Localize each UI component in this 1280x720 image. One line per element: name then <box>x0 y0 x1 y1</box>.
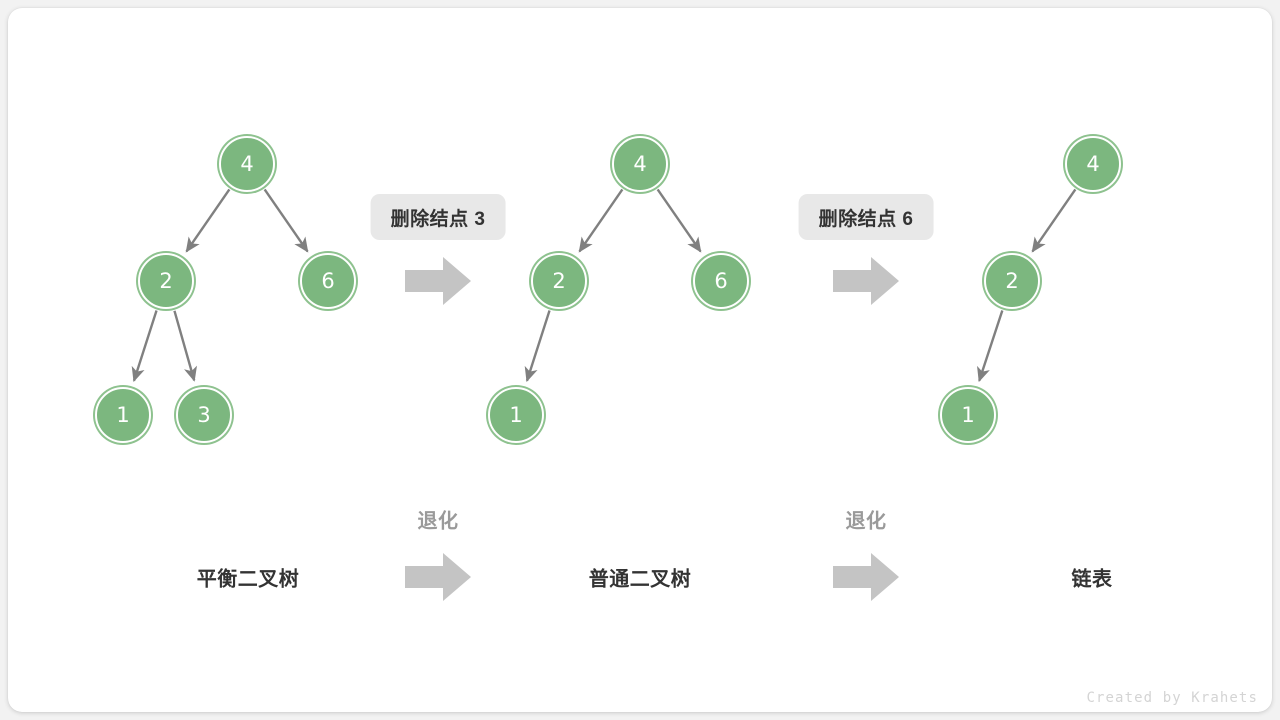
tree-node-label: 1 <box>961 402 975 427</box>
tree-node-1: 1 <box>488 387 544 443</box>
block-arrow-shape <box>405 553 471 601</box>
degrade-label-degrade-1: 退化 <box>418 505 459 534</box>
caption-linked-list: 链表 <box>1072 563 1113 592</box>
operation-arrow-delete-3 <box>405 254 471 308</box>
operation-arrow-delete-6 <box>833 254 899 308</box>
degrade-arrow-degrade-2 <box>833 550 899 604</box>
operation-label-text: 删除结点 6 <box>818 208 914 230</box>
degrade-arrow-degrade-1 <box>405 550 471 604</box>
tree-node-6: 6 <box>300 253 356 309</box>
tree-node-label: 1 <box>116 402 130 427</box>
tree-node-label: 2 <box>159 268 173 293</box>
tree-node-1: 1 <box>95 387 151 443</box>
caption-ordinary-tree: 普通二叉树 <box>589 563 692 592</box>
diagram-card <box>8 8 1272 712</box>
tree-node-label: 3 <box>197 402 211 427</box>
tree-node-4: 4 <box>612 136 668 192</box>
tree-node-4: 4 <box>1065 136 1121 192</box>
tree-node-label: 2 <box>1005 268 1019 293</box>
operation-label-text: 删除结点 3 <box>390 208 486 230</box>
block-arrow-shape <box>833 553 899 601</box>
tree-node-label: 4 <box>633 151 647 176</box>
tree-node-label: 2 <box>552 268 566 293</box>
tree-node-6: 6 <box>693 253 749 309</box>
tree-node-3: 3 <box>176 387 232 443</box>
tree-node-label: 6 <box>321 268 335 293</box>
tree-node-2: 2 <box>531 253 587 309</box>
tree-node-label: 4 <box>240 151 254 176</box>
caption-balanced-tree: 平衡二叉树 <box>197 563 300 592</box>
tree-node-2: 2 <box>984 253 1040 309</box>
block-arrow-shape <box>833 257 899 305</box>
tree-node-label: 4 <box>1086 151 1100 176</box>
caption-text: 普通二叉树 <box>588 568 692 591</box>
operation-label-delete-3: 删除结点 3 <box>370 194 506 240</box>
operation-label-delete-6: 删除结点 6 <box>798 194 934 240</box>
degrade-label-degrade-2: 退化 <box>846 505 887 534</box>
tree-node-label: 1 <box>509 402 523 427</box>
caption-text: 平衡二叉树 <box>196 568 300 591</box>
degrade-label-text: 退化 <box>417 510 459 533</box>
degrade-label-text: 退化 <box>845 510 887 533</box>
tree-node-label: 6 <box>714 268 728 293</box>
tree-node-2: 2 <box>138 253 194 309</box>
watermark-text: Created by Krahets <box>1086 690 1258 706</box>
tree-node-4: 4 <box>219 136 275 192</box>
tree-node-1: 1 <box>940 387 996 443</box>
caption-text: 链表 <box>1071 568 1113 591</box>
block-arrow-shape <box>405 257 471 305</box>
